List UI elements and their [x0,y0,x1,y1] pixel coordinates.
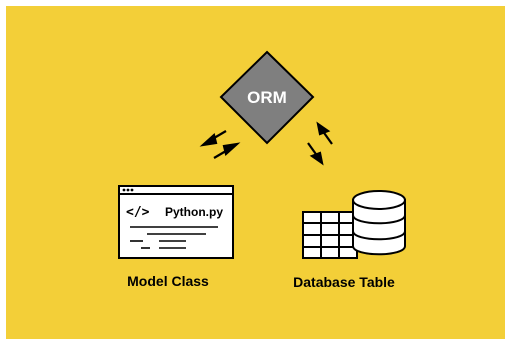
orm-node: ORM [219,50,315,145]
orm-diamond [219,50,315,145]
orm-label: ORM [247,88,287,107]
code-window-frame [118,185,234,259]
table-grid-icon [302,211,358,259]
code-window-icon: </> Python.py [118,185,234,259]
arrow-left-up-head [222,142,241,157]
code-lines [130,226,218,249]
window-dot-icon [130,188,134,192]
database-table-icon [302,190,406,259]
window-dot-icon [122,188,126,192]
database-table-caption: Database Table [293,274,395,290]
arrow-pair-left [199,130,241,159]
code-filename: Python.py [165,205,223,219]
arrow-right-down-head [309,151,324,166]
model-class-caption: Model Class [127,273,209,289]
window-dot-icon [126,188,130,192]
arrow-pair-right [307,121,333,166]
arrow-left-down-head [199,132,218,147]
code-symbol: </> [126,205,150,220]
diagram-background [6,6,505,339]
arrow-right-up-head [316,121,331,136]
database-cylinder-icon [352,190,406,256]
